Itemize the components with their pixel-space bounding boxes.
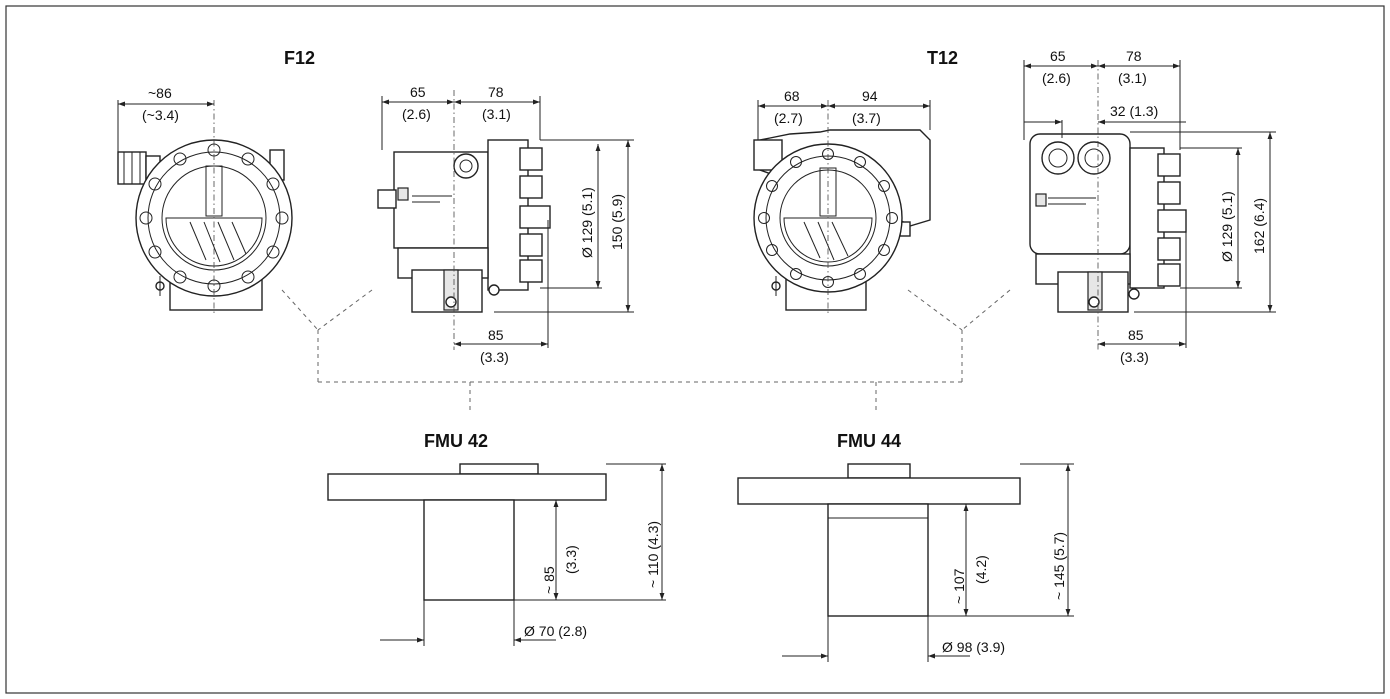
f12-dim-65: 65 bbox=[410, 84, 426, 100]
t12-dim-68-in: (2.7) bbox=[774, 110, 803, 126]
fmu42-dim-85: ~ 85 bbox=[541, 566, 557, 594]
fmu44-dim-107-in: (4.2) bbox=[973, 555, 989, 584]
t12-dim-94-in: (3.7) bbox=[852, 110, 881, 126]
title-t12: T12 bbox=[927, 48, 958, 68]
drawing-border bbox=[5, 5, 1385, 694]
fmu44-dim-145: ~ 145 (5.7) bbox=[1051, 532, 1067, 600]
t12-dim-65: 65 bbox=[1050, 48, 1066, 64]
title-f12: F12 bbox=[284, 48, 315, 68]
fmu44-dim-107: ~ 107 bbox=[951, 568, 967, 604]
fmu44-dim-dia98: Ø 98 (3.9) bbox=[942, 639, 1005, 655]
t12-dim-94: 94 bbox=[862, 88, 878, 104]
title-fmu44: FMU 44 bbox=[837, 431, 901, 451]
f12-dim-85: 85 bbox=[488, 327, 504, 343]
fmu42-sensor bbox=[327, 463, 666, 646]
fmu42-dim-85-in: (3.3) bbox=[563, 545, 579, 574]
t12-dim-68: 68 bbox=[784, 88, 800, 104]
t12-front-view bbox=[753, 100, 931, 315]
f12-dim-150: 150 (5.9) bbox=[609, 194, 625, 250]
t12-dim-85-in: (3.3) bbox=[1120, 349, 1149, 365]
f12-dim-78: 78 bbox=[488, 84, 504, 100]
t12-dim-78: 78 bbox=[1126, 48, 1142, 64]
f12-side-view bbox=[377, 90, 634, 350]
t12-dim-32: 32 (1.3) bbox=[1110, 103, 1158, 119]
f12-front-view bbox=[117, 100, 293, 315]
f12-dim-65-in: (2.6) bbox=[402, 106, 431, 122]
fmu42-dim-110: ~ 110 (4.3) bbox=[645, 521, 661, 588]
t12-dim-85: 85 bbox=[1128, 327, 1144, 343]
fmu42-dim-dia70: Ø 70 (2.8) bbox=[524, 623, 587, 639]
f12-dim-85-in: (3.3) bbox=[480, 349, 509, 365]
f12-dim-78-in: (3.1) bbox=[482, 106, 511, 122]
t12-dim-dia129: Ø 129 (5.1) bbox=[1219, 191, 1235, 262]
t12-dim-162: 162 (6.4) bbox=[1251, 198, 1267, 254]
f12-dim-dia129: Ø 129 (5.1) bbox=[579, 187, 595, 258]
title-fmu42: FMU 42 bbox=[424, 431, 488, 451]
fmu44-sensor bbox=[737, 463, 1074, 662]
f12-dim-86: ~86 bbox=[148, 85, 172, 101]
t12-side-view bbox=[1023, 60, 1276, 350]
t12-dim-65-in: (2.6) bbox=[1042, 70, 1071, 86]
f12-dim-86-in: (~3.4) bbox=[142, 107, 179, 123]
connector-lines bbox=[281, 289, 1011, 414]
t12-dim-78-in: (3.1) bbox=[1118, 70, 1147, 86]
